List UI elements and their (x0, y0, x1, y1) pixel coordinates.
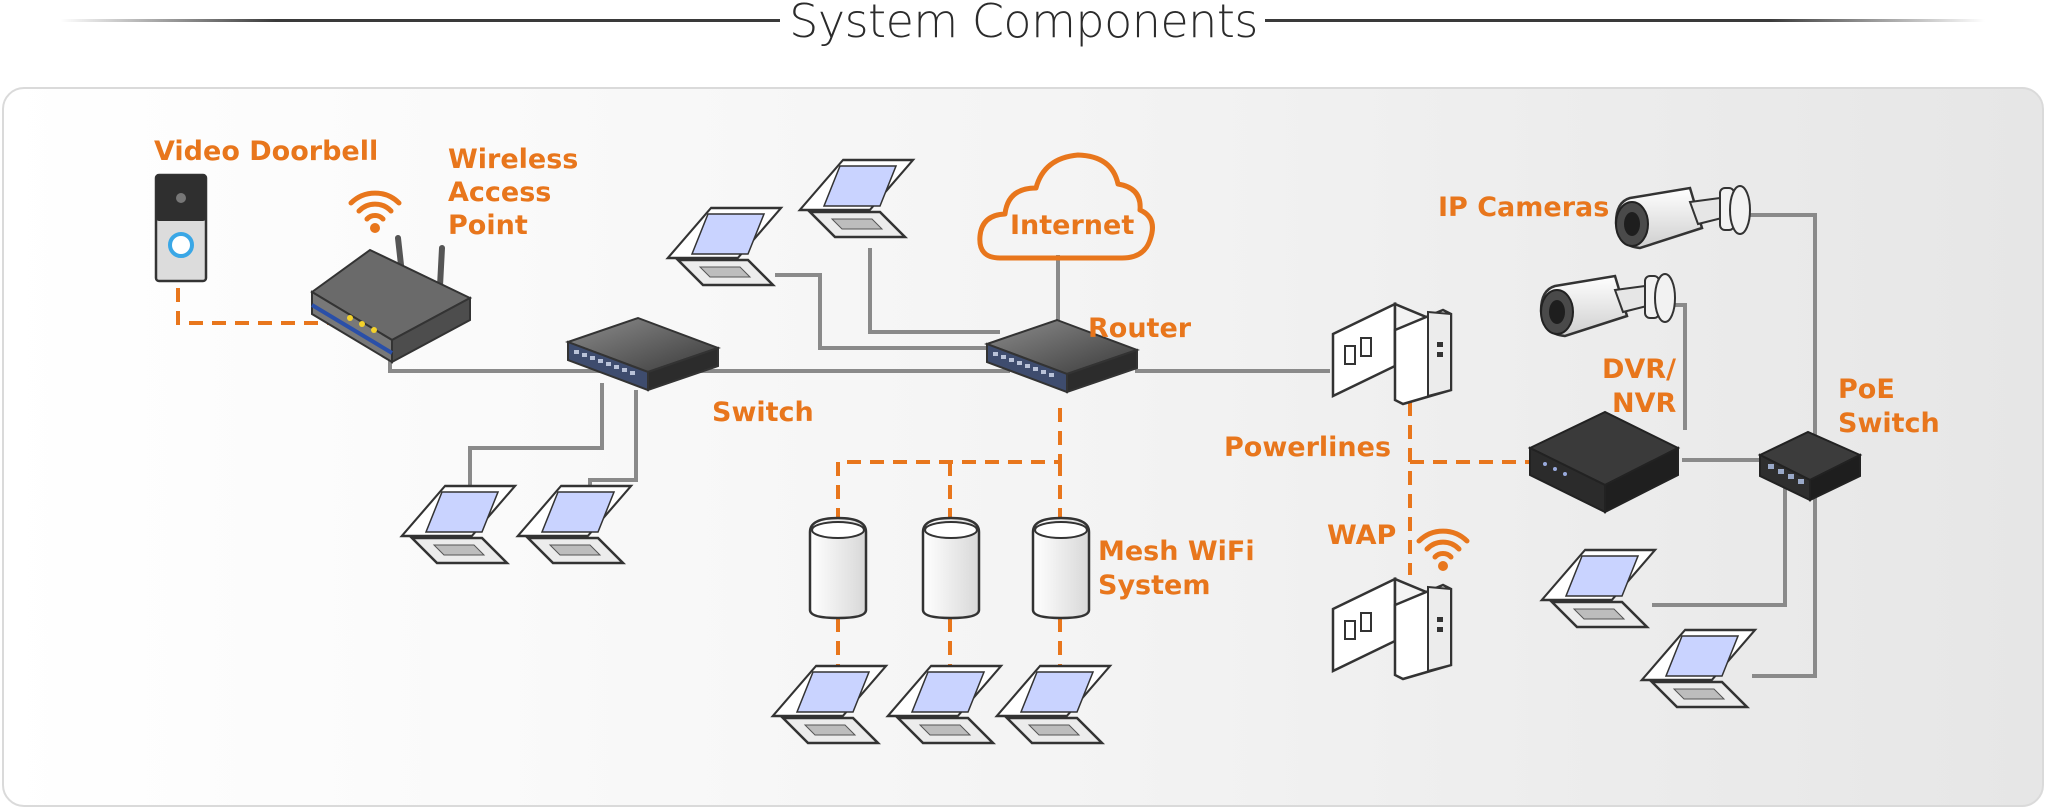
mesh-wifi-unit (1031, 516, 1091, 620)
mesh-wifi-unit (808, 516, 868, 620)
laptop-icon (516, 484, 633, 565)
title-divider-left (60, 19, 780, 22)
powerline-adapter (1331, 302, 1453, 406)
label-wireless-access-point: Wireless Access Point (448, 144, 588, 241)
laptop-icon (400, 484, 517, 565)
wireless-links (176, 288, 1540, 670)
laptop-icon (1640, 628, 1757, 709)
label-switch: Switch (712, 397, 814, 428)
label-dvr-nvr: DVR/ NVR (1602, 354, 1685, 419)
laptop-icon (798, 158, 915, 239)
label-video-doorbell: Video Doorbell (154, 136, 378, 167)
title-divider-right (1265, 19, 1985, 22)
label-powerlines: Powerlines (1224, 432, 1391, 463)
wire-switch-laptop-1 (468, 383, 604, 505)
dvr-nvr-icon (1527, 410, 1681, 514)
laptop-icon (995, 664, 1112, 745)
page-title: System Components (789, 0, 1258, 48)
switch-icon (567, 317, 719, 391)
ethernet-wires (388, 213, 1817, 678)
wire-poe-laptop-1 (1652, 488, 1787, 607)
wire-laptop-router-1 (775, 273, 1000, 350)
laptop-icon (666, 206, 783, 287)
label-poe-switch: PoE Switch (1838, 374, 1940, 439)
wifi-icon-wap (1419, 531, 1467, 571)
wire-laptop-router-2 (868, 248, 1000, 334)
poe-switch-icon (1757, 430, 1863, 502)
wifi-icon-ap (351, 193, 399, 233)
ip-camera-icon (1539, 272, 1677, 338)
title-bar: System Components (0, 0, 2047, 48)
laptop-icon (771, 664, 888, 745)
wap-powerline-adapter (1331, 577, 1453, 681)
label-mesh-wifi-system: Mesh WiFi System (1098, 536, 1264, 601)
wire-poe-laptop-2 (1752, 495, 1817, 678)
label-wap: WAP (1327, 520, 1396, 551)
wireless-access-point (310, 235, 473, 364)
wire-camera1-poe (1736, 213, 1817, 445)
link-doorbell-ap (176, 288, 340, 325)
label-ip-cameras: IP Cameras (1438, 192, 1609, 223)
label-router: Router (1088, 313, 1192, 344)
video-doorbell (154, 173, 208, 283)
label-internet: Internet (1010, 210, 1134, 241)
ip-camera-icon (1614, 184, 1752, 250)
internet-cloud-icon (977, 152, 1155, 261)
laptop-icon (1540, 548, 1657, 629)
mesh-wifi-unit (921, 516, 981, 620)
laptop-icon (886, 664, 1003, 745)
